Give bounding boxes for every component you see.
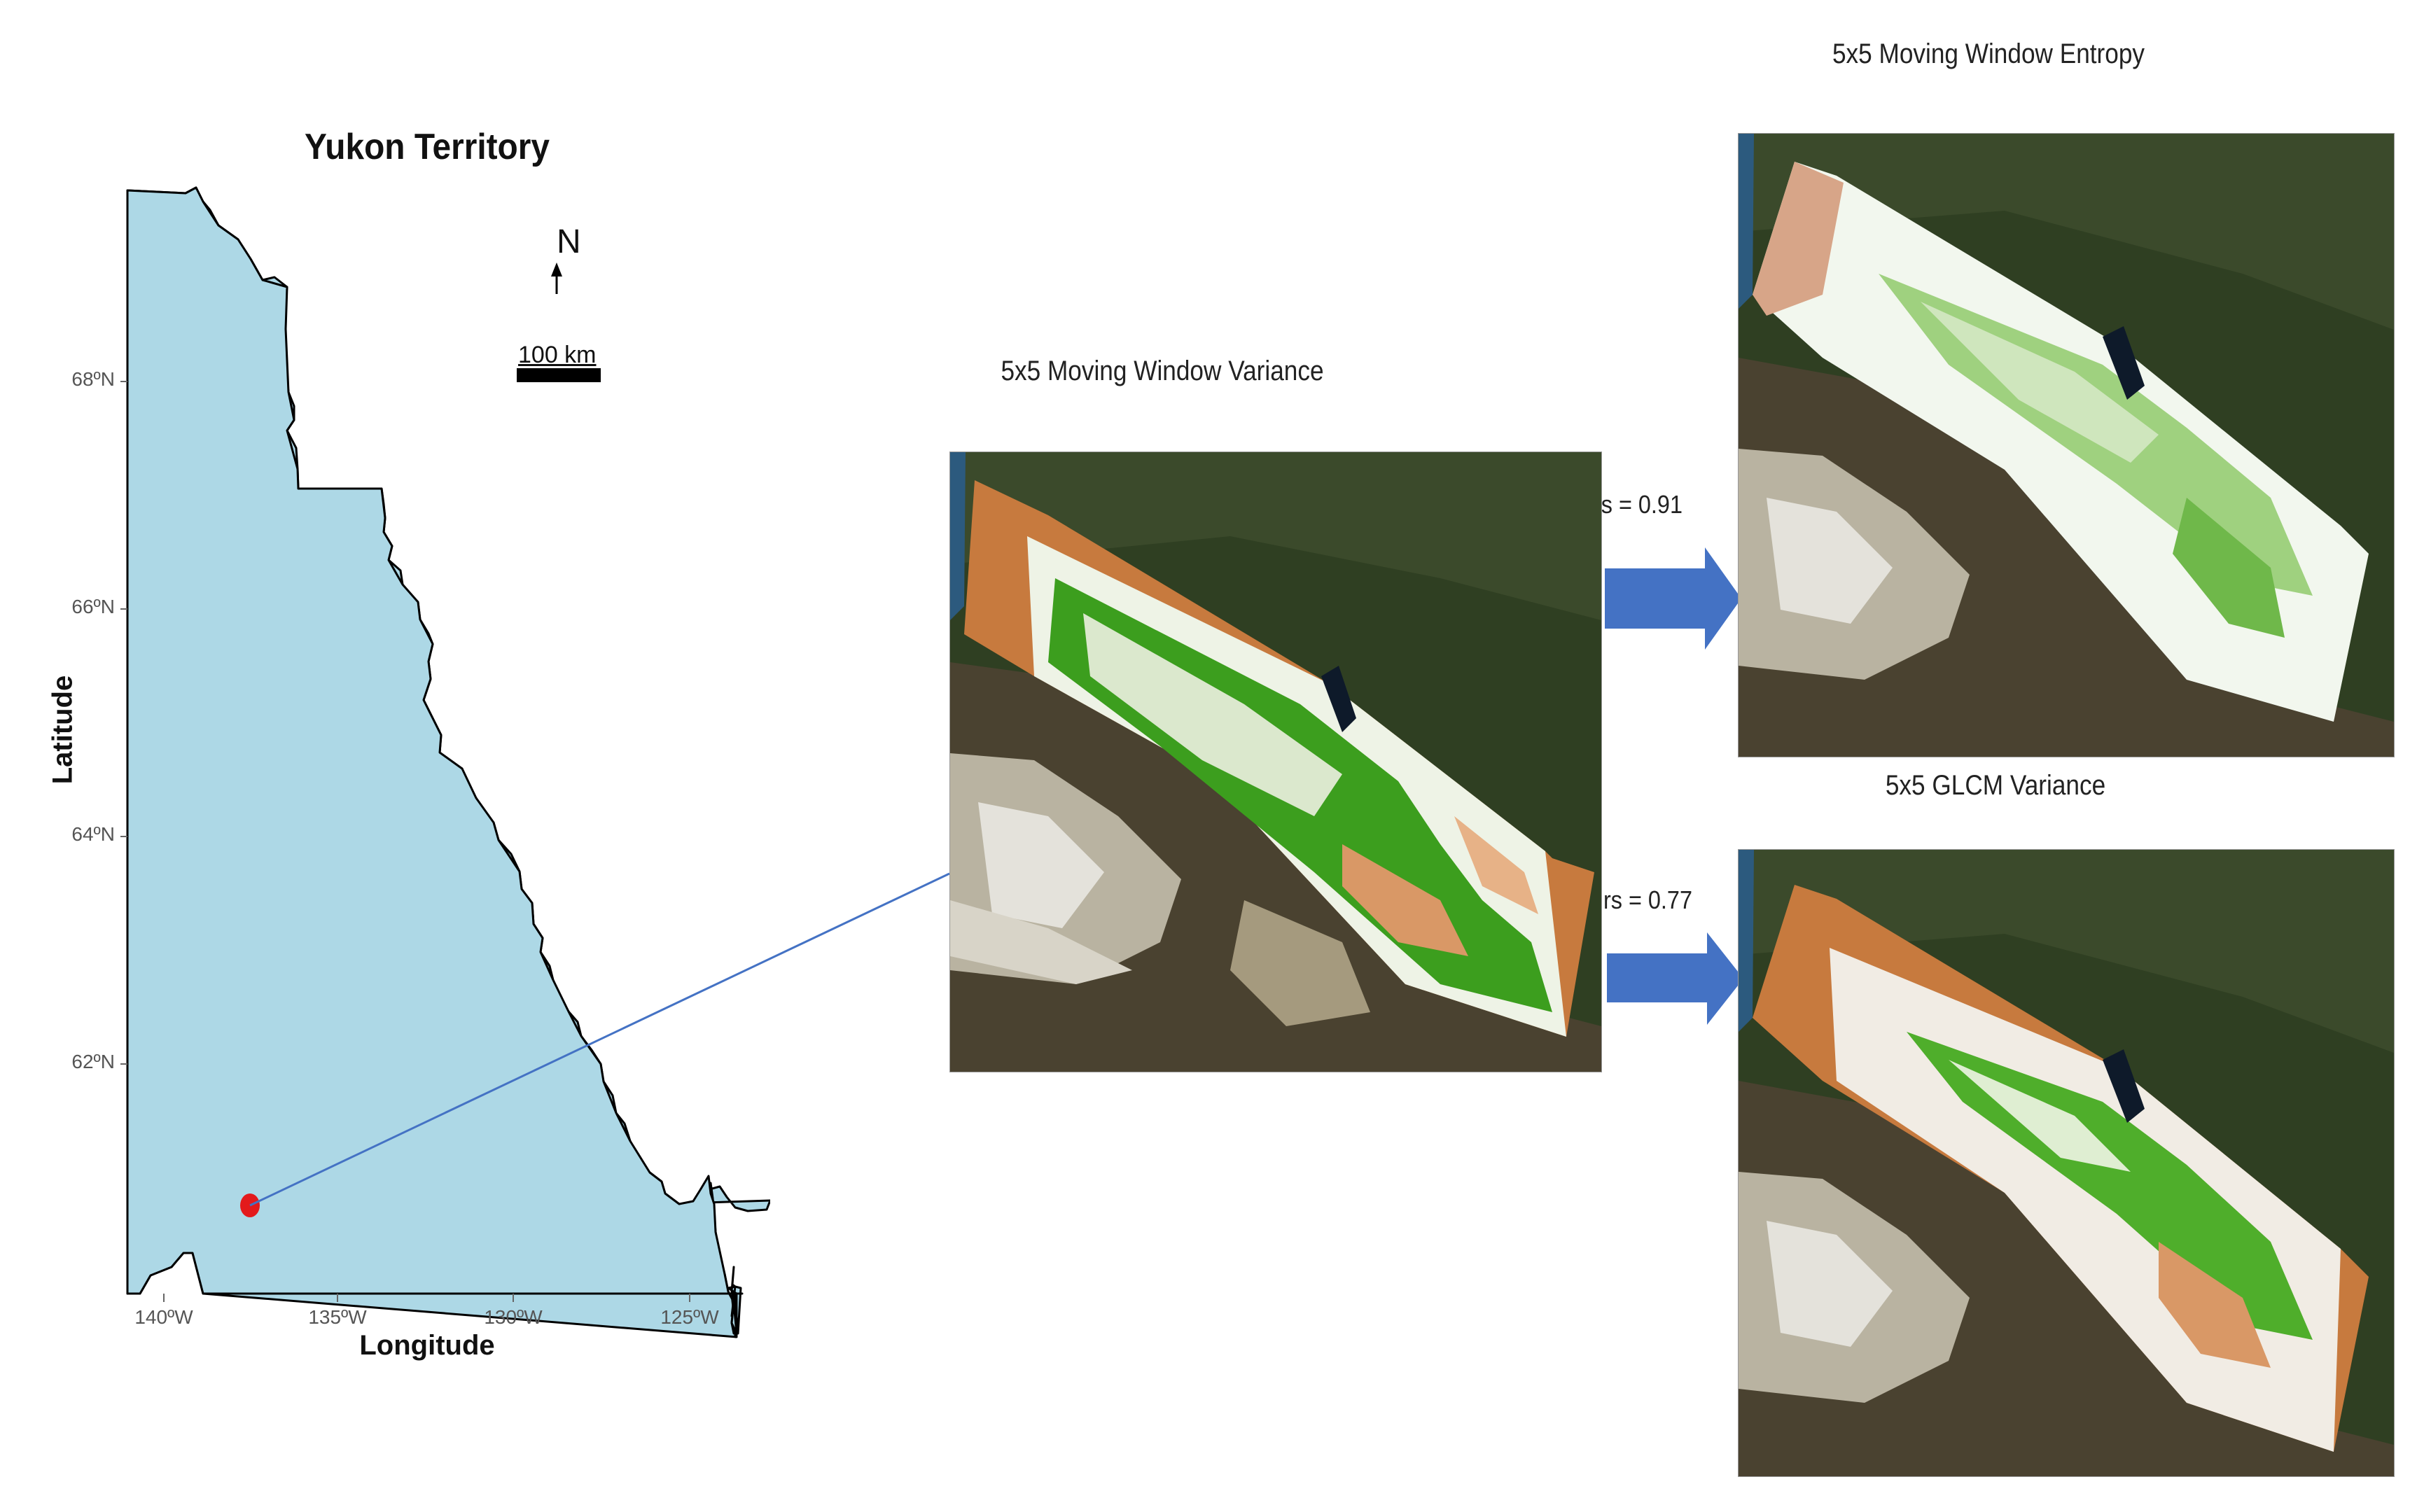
- lon-tick-125: 125ºW: [660, 1306, 719, 1328]
- arrow-to-glcm-icon: [1607, 932, 1743, 1025]
- yukon-map: [120, 186, 770, 1338]
- entropy-correlation: rs = 0.91: [1594, 490, 1683, 519]
- lon-tick-140: 140ºW: [134, 1306, 193, 1328]
- glcm-imagery: [1739, 850, 2394, 1476]
- north-arrow-icon: [551, 262, 562, 294]
- scale-bar: [517, 368, 601, 382]
- entropy-title: 5x5 Moving Window Entropy: [1832, 38, 2145, 69]
- variance-panel: [949, 451, 1602, 1072]
- yukon-territory-outline: [126, 186, 744, 1335]
- scale-label: 100 km: [518, 342, 597, 368]
- glcm-panel: [1738, 849, 2395, 1477]
- variance-imagery: [950, 452, 1601, 1072]
- lat-tick-62: 62ºN: [71, 1051, 115, 1072]
- lat-tick-64: 64ºN: [71, 823, 115, 845]
- entropy-panel: [1738, 133, 2395, 757]
- lon-tick-135: 135ºW: [308, 1306, 367, 1328]
- entropy-imagery: [1739, 134, 2394, 757]
- map-title: Yukon Territory: [304, 127, 550, 167]
- glcm-title: 5x5 GLCM Variance: [1885, 770, 2106, 801]
- arrow-to-entropy-icon: [1605, 547, 1741, 650]
- lat-tick-66: 66ºN: [71, 596, 115, 617]
- north-label: N: [557, 223, 581, 260]
- lat-tick-68: 68ºN: [71, 368, 115, 390]
- x-axis-title: Longitude: [359, 1330, 495, 1361]
- glcm-correlation: rs = 0.77: [1603, 886, 1692, 914]
- site-connector-line: [249, 872, 950, 1207]
- variance-title: 5x5 Moving Window Variance: [1001, 356, 1324, 386]
- lon-tick-130: 130ºW: [484, 1306, 543, 1328]
